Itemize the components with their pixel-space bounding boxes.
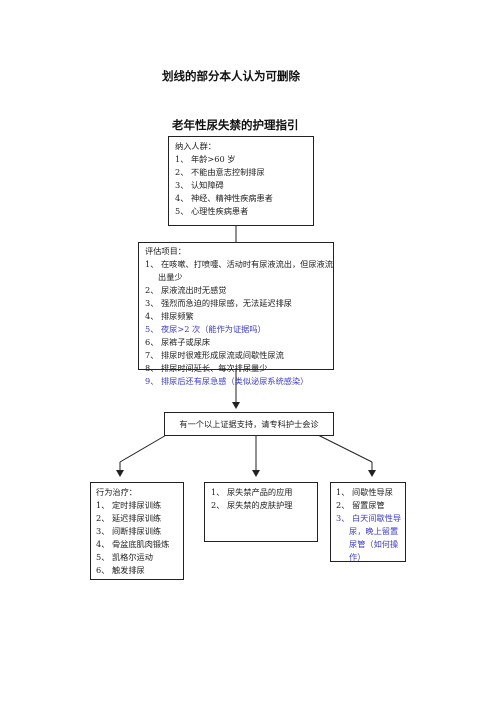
catheter-item-highlighted: 尿管（如何操 — [349, 539, 399, 549]
behavior-heading: 行为治疗： — [96, 487, 137, 497]
inclusion-box: 纳入人群： 1、 年龄>60 岁 2、 不能由意志控制排尿 3、 认知障碍 4、… — [168, 136, 314, 226]
catheter-item-highlighted: 尿，晚上留置 — [349, 526, 399, 536]
assessment-item: 1、 在咳嗽、打喷嚏、活动时有尿液流出，但尿液流 — [145, 259, 333, 269]
behavior-therapy-box: 行为治疗： 1、 定时排尿训练 2、 延迟排尿训练 3、 间断排尿训练 4、 骨… — [90, 482, 184, 580]
assessment-item: 3、 强烈而急迫的排尿感，无法延迟排尿 — [145, 298, 292, 308]
products-box: 1、 尿失禁产品的应用 2、 尿失禁的皮肤护理 — [204, 482, 318, 542]
assessment-heading: 评估项目： — [145, 246, 186, 256]
assessment-item-highlighted: 5、 夜尿>2 次（能作为证据吗） — [145, 324, 266, 334]
inclusion-item: 1、 年龄>60 岁 — [175, 154, 236, 164]
products-item: 1、 尿失禁产品的应用 — [211, 487, 293, 497]
assessment-item: 7、 排尿时很难形成尿流或间歇性尿流 — [145, 350, 284, 360]
assessment-item-highlighted: 9、 排尿后还有尿急感（类似泌尿系统感染） — [145, 376, 309, 386]
assessment-item: 出量少 — [158, 272, 183, 282]
behavior-item: 3、 间断排尿训练 — [96, 526, 162, 536]
behavior-item: 6、 触发排尿 — [96, 565, 145, 575]
behavior-item: 4、 骨盆底肌肉锻炼 — [96, 539, 170, 549]
assessment-item: 8、 排尿时间延长、每次排尿量少 — [145, 363, 268, 373]
inclusion-item: 4、 神经、精神性疾病患者 — [175, 193, 273, 203]
line-consult-to-behavior — [119, 433, 169, 463]
line-consult-to-catheter — [315, 433, 373, 463]
catheter-item: 2、 留置尿管 — [336, 500, 385, 510]
assessment-item: 4、 排尿频繁 — [145, 311, 194, 321]
inclusion-item: 2、 不能由意志控制排尿 — [175, 167, 265, 177]
assessment-item: 6、 尿裤子或尿床 — [145, 337, 211, 347]
inclusion-item: 5、 心理性疾病患者 — [175, 206, 249, 216]
catheter-item: 1、 间歇性导尿 — [336, 487, 393, 497]
assessment-item: 2、 尿液流出时无感觉 — [145, 285, 227, 295]
catheter-item-highlighted: 3、 白天间歇性导 — [336, 513, 402, 523]
behavior-item: 1、 定时排尿训练 — [96, 500, 162, 510]
header-note: 划线的部分本人认为可删除 — [162, 69, 300, 83]
products-item: 2、 尿失禁的皮肤护理 — [211, 500, 293, 510]
assessment-box: 评估项目： 1、 在咳嗽、打喷嚏、活动时有尿液流出，但尿液流 出量少 2、 尿液… — [138, 242, 334, 386]
catheter-box: 1、 间歇性导尿 2、 留置尿管 3、 白天间歇性导 尿，晚上留置 尿管（如何操… — [330, 482, 406, 562]
catheter-item-highlighted: 作） — [349, 552, 366, 562]
inclusion-heading: 纳入人群： — [175, 141, 216, 151]
behavior-item: 2、 延迟排尿训练 — [96, 513, 162, 523]
consult-box: 有一个以上证据支持，请专科护士会诊 — [164, 412, 334, 436]
behavior-item: 5、 凯格尔运动 — [96, 552, 153, 562]
inclusion-item: 3、 认知障碍 — [175, 180, 224, 190]
page-title: 老年性尿失禁的护理指引 — [172, 118, 299, 132]
consult-text: 有一个以上证据支持，请专科护士会诊 — [179, 419, 319, 429]
